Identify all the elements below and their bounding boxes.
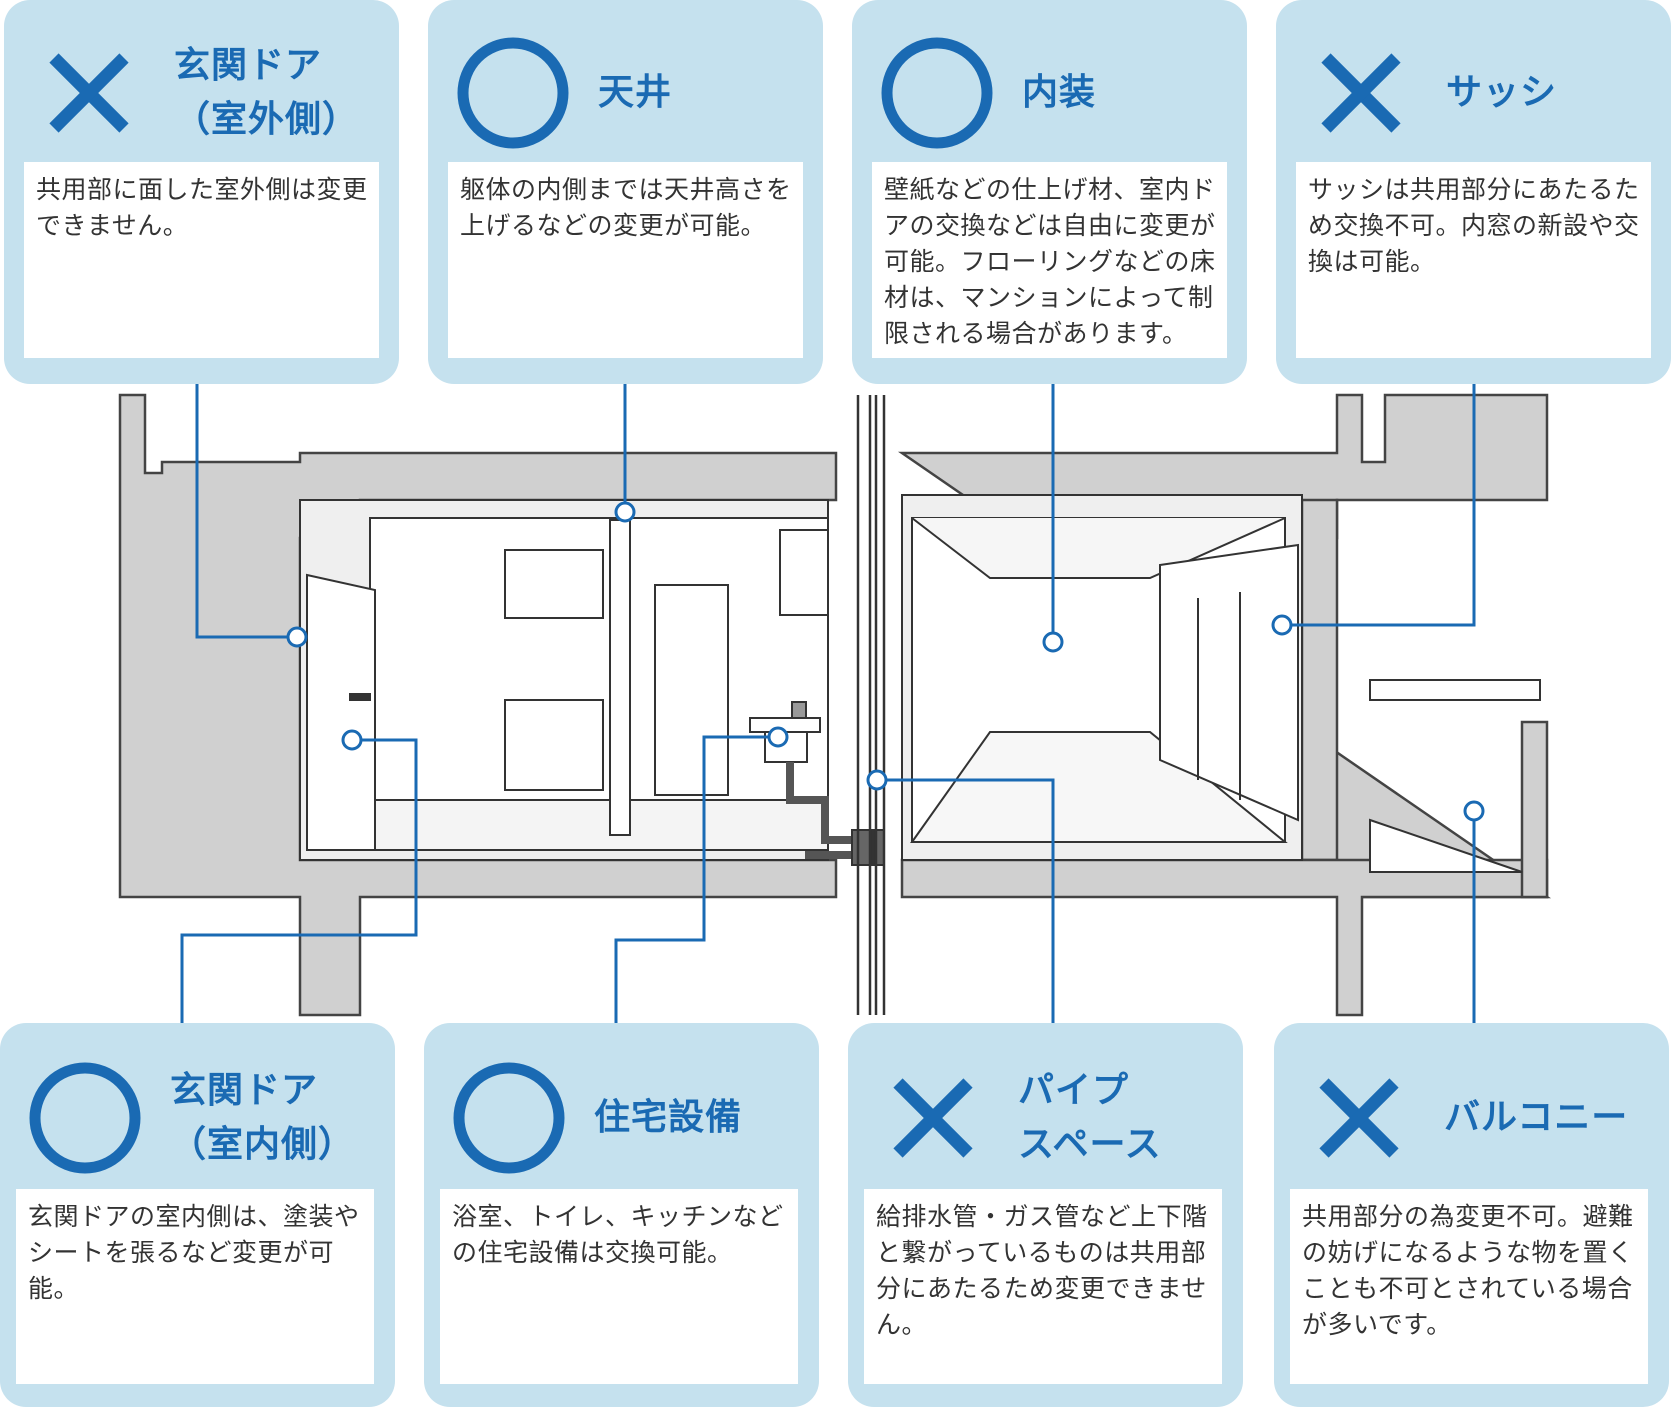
card-sash: サッシ サッシは共用部分にあたるた め交換不可。内窓の新設や交 換は可能。 (1276, 0, 1671, 384)
right-wall-column (1300, 498, 1339, 862)
marker-sash (1271, 614, 1293, 636)
card-equipment: 住宅設備 浴室、トイレ、キッチンなど の住宅設備は交換可能。 (424, 1023, 819, 1407)
card-ceiling: 天井 躯体の内側までは天井高さを 上げるなどの変更が可能。 (428, 0, 823, 384)
leader-pipe-space (877, 778, 1055, 1024)
card-description: 躯体の内側までは天井高さを 上げるなどの変更が可能。 (448, 162, 803, 358)
card-balcony: バルコニー 共用部分の為変更不可。避難 の妨げになるような物を置く ことも不可と… (1274, 1023, 1669, 1407)
card-title: 住宅設備 (594, 1097, 743, 1138)
balcony-railing (1369, 679, 1541, 701)
card-description: 玄関ドアの室内側は、塗装や シートを張るなど変更が可 能。 (16, 1189, 374, 1384)
circle-mark-icon (881, 37, 993, 149)
marker-equipment (767, 726, 789, 748)
marker-pipe-space (866, 769, 888, 791)
entrance-door (306, 573, 376, 851)
card-pipe-space: パイプ スペース 給排水管・ガス管など上下階 と繋がっているものは共用部 分にあ… (848, 1023, 1243, 1407)
marker-balcony (1463, 800, 1485, 822)
faucet (791, 701, 807, 719)
right-lower-slab (900, 858, 1549, 1017)
room-interiors (299, 494, 1541, 873)
right-room-floor (910, 731, 1288, 843)
inner-doorway (654, 584, 729, 796)
left-room-floor (307, 799, 829, 851)
partition-wall (609, 519, 631, 836)
card-title: サッシ (1446, 72, 1558, 113)
marker-interior (1042, 631, 1064, 653)
leader-entrance-outer (195, 384, 297, 639)
leader-sash (1282, 384, 1476, 627)
card-description: 共用部に面した室外側は変更 できません。 (24, 162, 379, 358)
card-entrance-inner: 玄関ドア （室内側） 玄関ドアの室内側は、塗装や シートを張るなど変更が可 能。 (0, 1023, 395, 1407)
card-description: 浴室、トイレ、キッチンなど の住宅設備は交換可能。 (440, 1189, 798, 1384)
leader-markers (286, 501, 1485, 822)
marker-entrance-outer (286, 626, 308, 648)
door-handle (349, 693, 371, 701)
card-entrance-outer: 玄関ドア （室外側） 共用部に面した室外側は変更 できません。 (4, 0, 399, 384)
card-title: 内装 (1022, 72, 1097, 113)
card-title: 玄関ドア （室内側） (170, 1070, 356, 1165)
balcony-wall (1520, 720, 1549, 899)
cross-mark-icon (1319, 1078, 1399, 1158)
cross-mark-icon (893, 1078, 973, 1158)
right-cabinet (779, 529, 829, 616)
sash-window (1159, 543, 1299, 822)
leader-equipment (614, 735, 778, 1024)
lower-cabinet (504, 699, 604, 791)
cross-mark-icon (1321, 53, 1401, 133)
cross-mark-icon (49, 53, 129, 133)
card-title: パイプ スペース (1018, 1070, 1162, 1165)
leader-entrance-inner (180, 738, 418, 1024)
card-title: 天井 (598, 72, 673, 113)
right-room-ceiling (911, 517, 1286, 579)
circle-mark-icon (457, 37, 569, 149)
sash-frame-line (1197, 592, 1241, 800)
circle-mark-icon (453, 1062, 565, 1174)
marker-entrance-inner (341, 729, 363, 751)
card-interior: 内装 壁紙などの仕上げ材、室内ド アの交換などは自由に変更が 可能。フローリング… (852, 0, 1247, 384)
balcony-floor (1369, 818, 1523, 873)
card-description: 壁紙などの仕上げ材、室内ド アの交換などは自由に変更が 可能。フローリングなどの… (872, 162, 1227, 358)
pipe-shaft (856, 395, 886, 1015)
card-title: 玄関ドア （室外側） (174, 45, 360, 140)
upper-cabinet (504, 549, 604, 619)
card-description: 給排水管・ガス管など上下階 と繋がっているものは共用部 分にあたるため変更できま… (864, 1189, 1222, 1384)
card-description: 共用部分の為変更不可。避難 の妨げになるような物を置く ことも不可とされている場… (1290, 1189, 1648, 1384)
card-title: バルコニー (1444, 1097, 1629, 1138)
circle-mark-icon (29, 1062, 141, 1174)
card-description: サッシは共用部分にあたるた め交換不可。内窓の新設や交 換は可能。 (1296, 162, 1651, 358)
marker-ceiling (614, 501, 636, 523)
leader-lines (180, 384, 1476, 1024)
drain-pipe (786, 762, 860, 844)
